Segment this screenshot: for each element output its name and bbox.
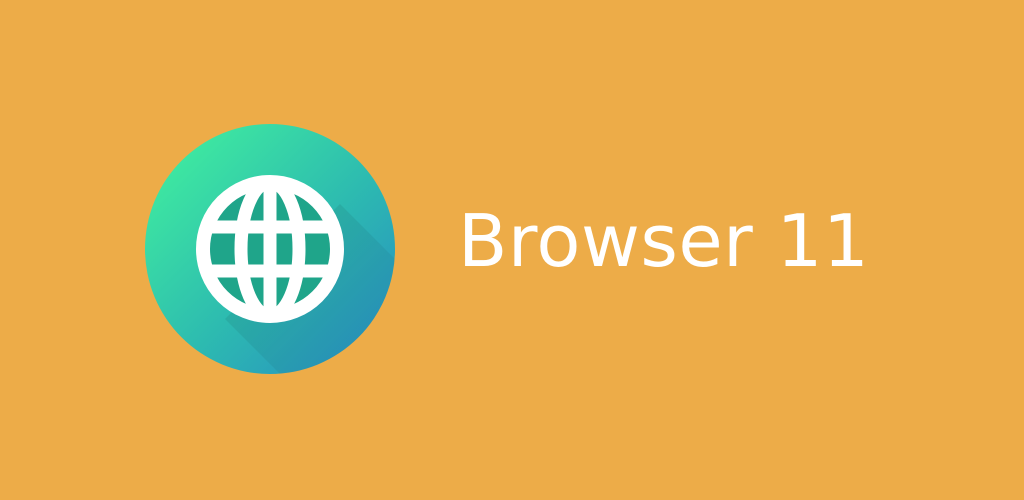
globe-glyph	[196, 175, 344, 323]
app-logo	[145, 124, 395, 374]
globe-icon	[145, 124, 395, 374]
app-title: Browser 11	[458, 199, 870, 283]
